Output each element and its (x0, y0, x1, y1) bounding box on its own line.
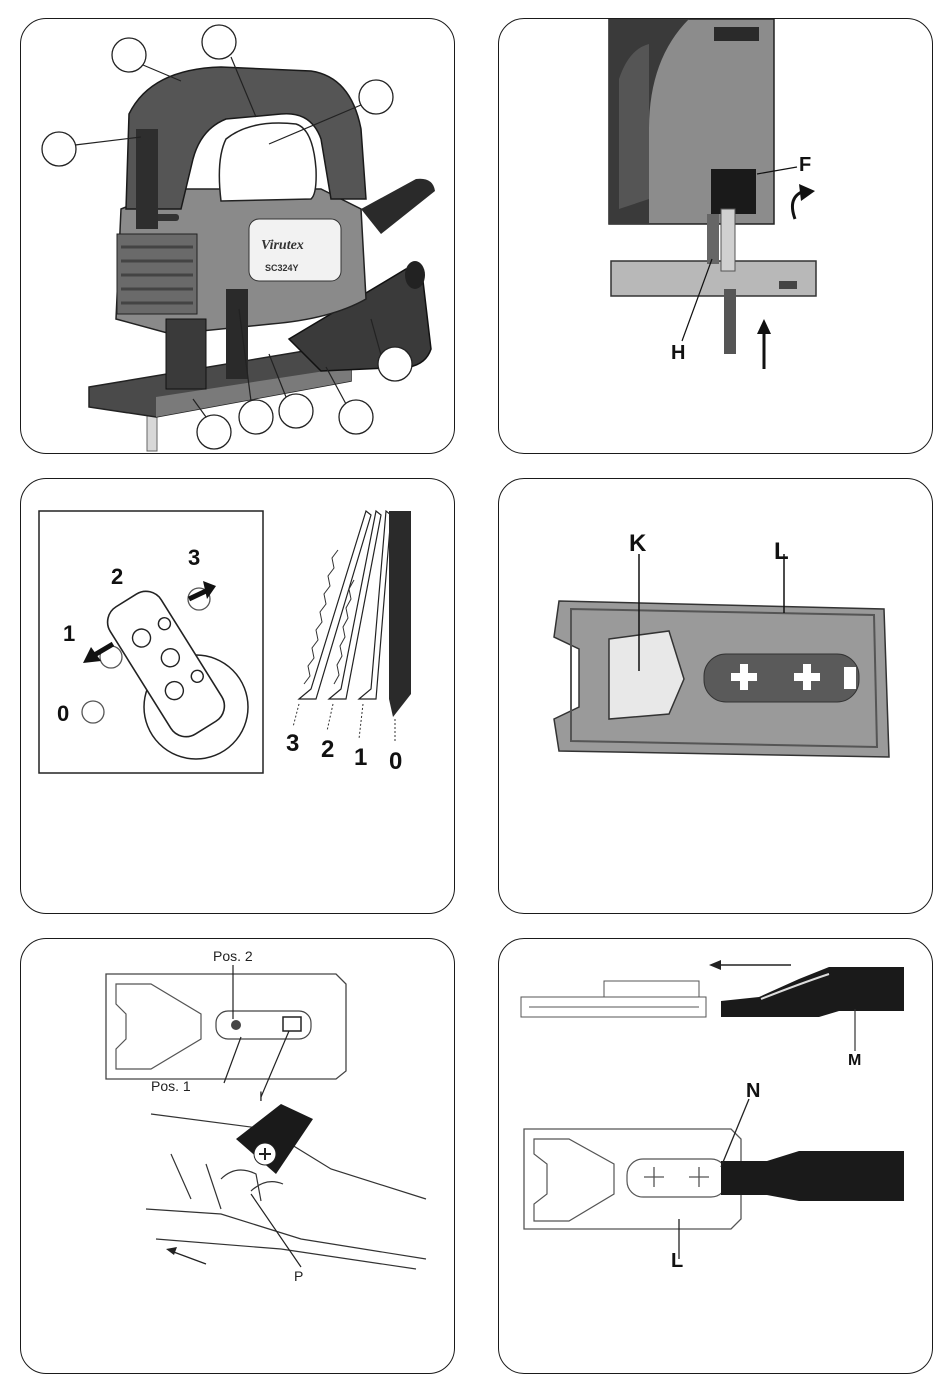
blade-label-1: 1 (354, 744, 367, 771)
blade-label-3: 3 (286, 730, 299, 757)
callout-circle-7 (279, 394, 313, 428)
label-i: I (259, 1088, 263, 1104)
bevel-positions-illustration: Pos. 2 Pos. 1 I P (21, 939, 454, 1373)
dial-label-1: 1 (63, 621, 75, 646)
figure-panel-dust-adapter: M N L (498, 938, 933, 1374)
blade-label-0: 0 (389, 748, 402, 775)
label-p: P (294, 1268, 303, 1284)
base-plate-illustration: K L (499, 479, 932, 913)
dial-label-3: 3 (188, 545, 200, 570)
callout-circle-3 (359, 80, 393, 114)
figure-panel-bevel-positions: Pos. 2 Pos. 1 I P (20, 938, 455, 1374)
blade-clamp-illustration: F H (499, 19, 932, 453)
figure-panel-blade-clamp: F H (498, 18, 933, 454)
callout-circle-8 (239, 400, 273, 434)
callout-circle-6 (339, 400, 373, 434)
figure-panel-base-plate: K L (498, 478, 933, 914)
jigsaw-illustration: Virutex SC324Y (21, 19, 454, 453)
label-m: M (848, 1052, 861, 1069)
dial-label-0: 0 (57, 701, 69, 726)
label-f: F (799, 154, 811, 176)
callout-circle-4 (42, 132, 76, 166)
callout-circle-2 (202, 25, 236, 59)
callout-circle-1 (112, 38, 146, 72)
label-l: L (774, 538, 789, 565)
figure-panel-pendulum-selector: 0 1 2 3 3 2 1 0 (20, 478, 455, 914)
label-n: N (746, 1080, 760, 1102)
dust-adapter-illustration: M N L (499, 939, 932, 1373)
label-k: K (629, 530, 647, 557)
callout-circle-5 (378, 347, 412, 381)
model-number-text: SC324Y (265, 263, 299, 273)
figure-panel-jigsaw-overview: Virutex SC324Y (20, 18, 455, 454)
callout-circle-9 (197, 415, 231, 449)
pendulum-selector-illustration: 0 1 2 3 3 2 1 0 (21, 479, 454, 913)
label-h: H (671, 342, 685, 364)
dial-label-2: 2 (111, 564, 123, 589)
brand-logo-text: Virutex (261, 238, 304, 253)
label-pos1: Pos. 1 (151, 1078, 191, 1094)
blade-label-2: 2 (321, 736, 334, 763)
label-l-bottom: L (671, 1250, 683, 1272)
label-pos2: Pos. 2 (213, 948, 253, 964)
